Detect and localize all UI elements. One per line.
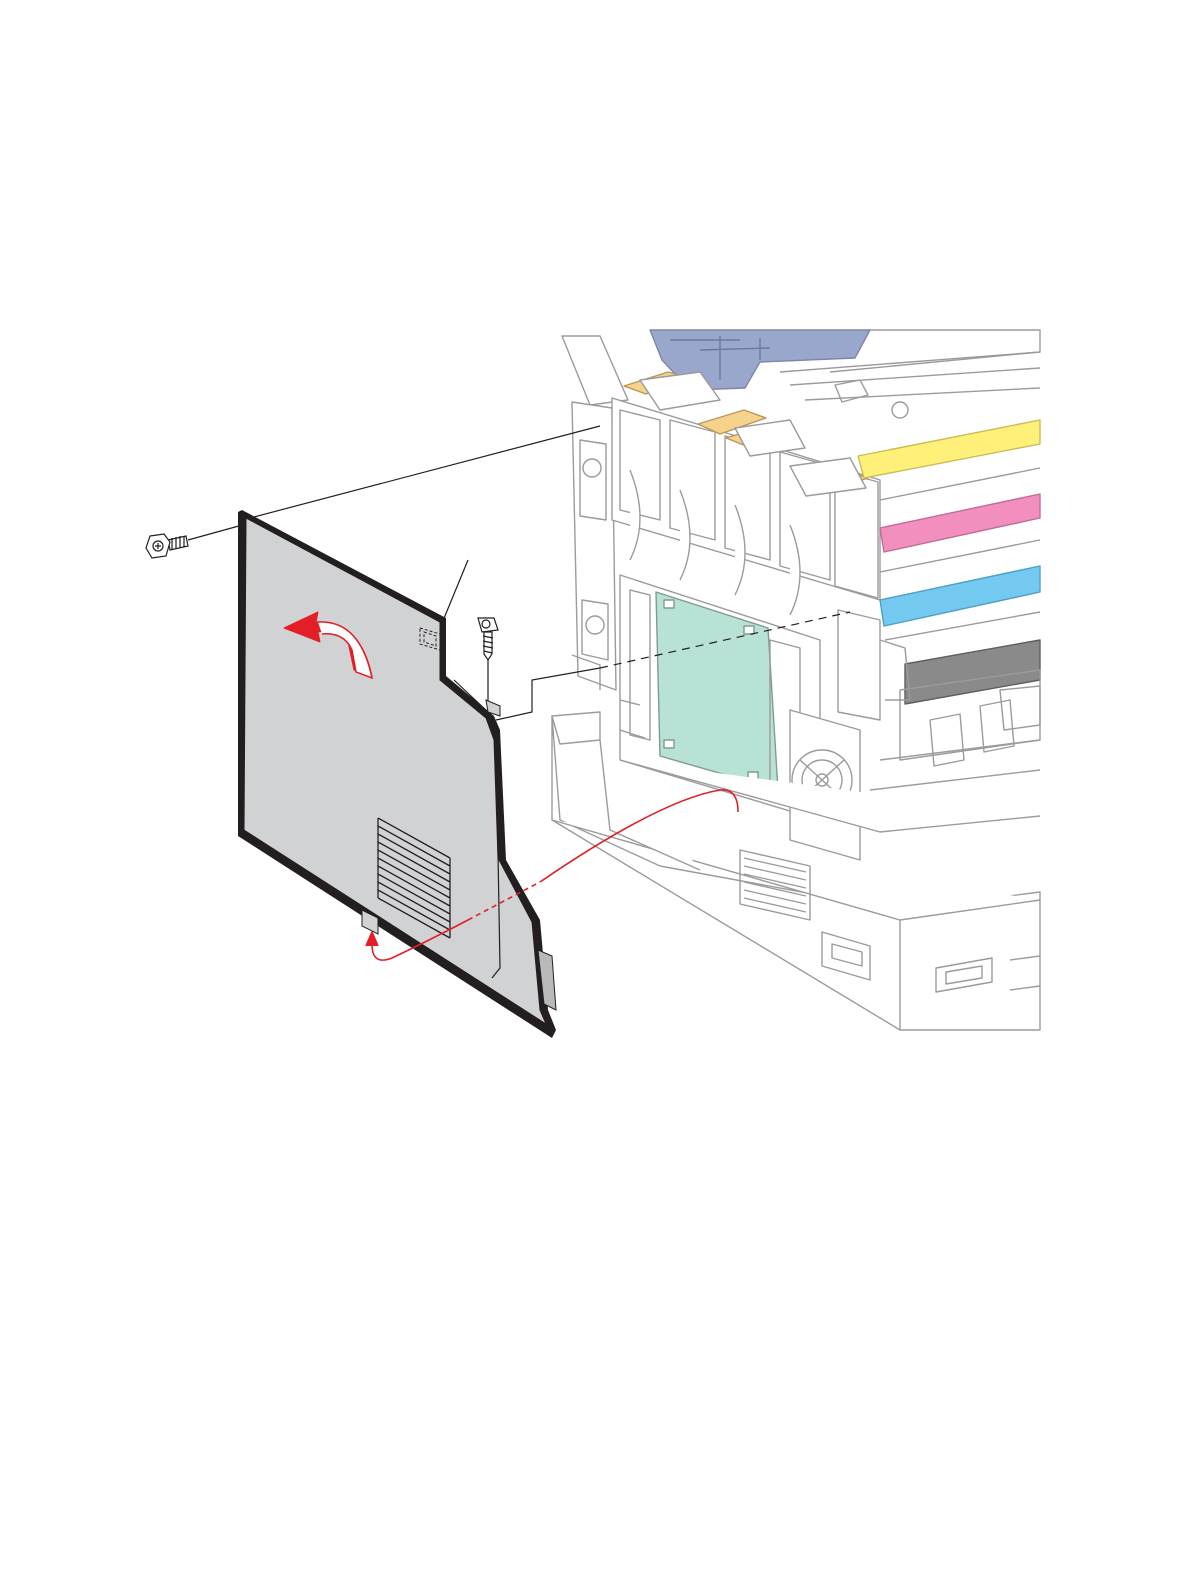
side-cover-panel: [238, 510, 556, 1038]
leader-top: [250, 426, 600, 518]
toner-strips: [858, 420, 1040, 704]
printer-body: [552, 330, 1040, 1030]
printer-side-frame: [572, 402, 616, 690]
screw-right: [478, 618, 498, 660]
leader-screw-left: [188, 524, 246, 540]
control-board: [656, 592, 778, 790]
screw-left: [146, 534, 188, 558]
